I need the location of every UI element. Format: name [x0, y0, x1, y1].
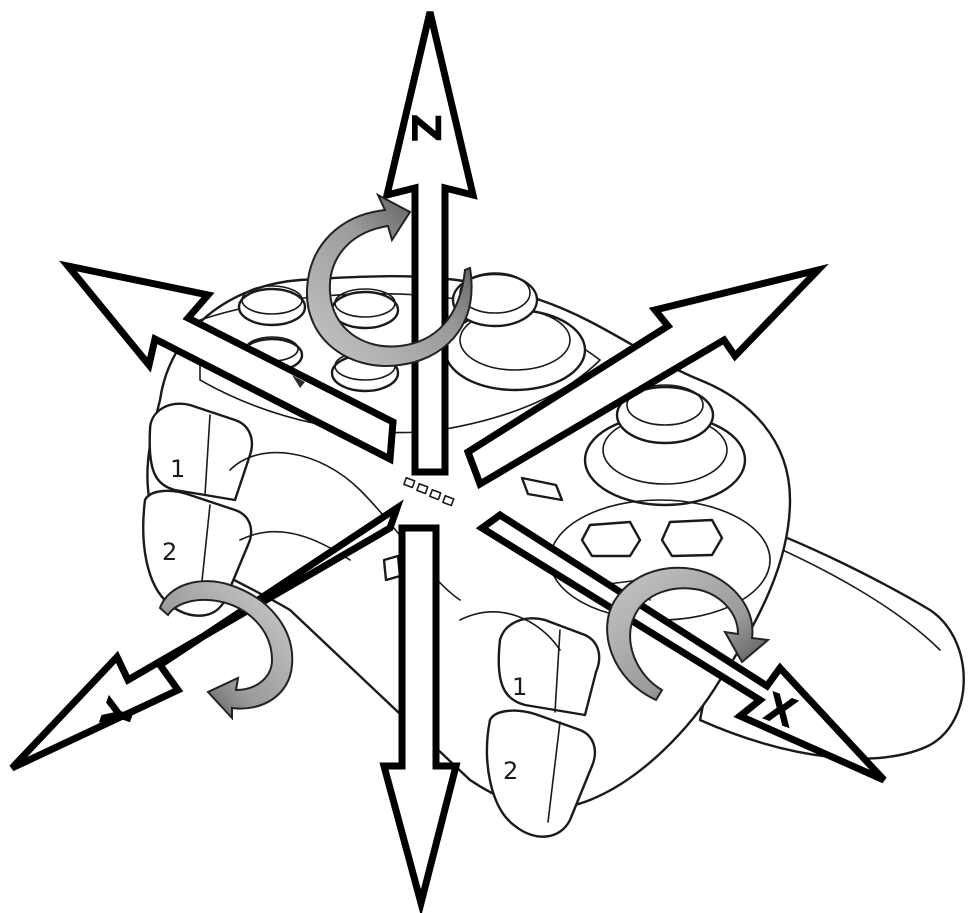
right-shoulder-label-2: 2	[503, 757, 518, 785]
left-shoulder-label-1: 1	[170, 455, 185, 483]
right-shoulder-label-1: 1	[512, 673, 527, 701]
left-shoulder-label-2: 2	[162, 538, 177, 566]
z-axis-label: Z	[402, 113, 448, 142]
